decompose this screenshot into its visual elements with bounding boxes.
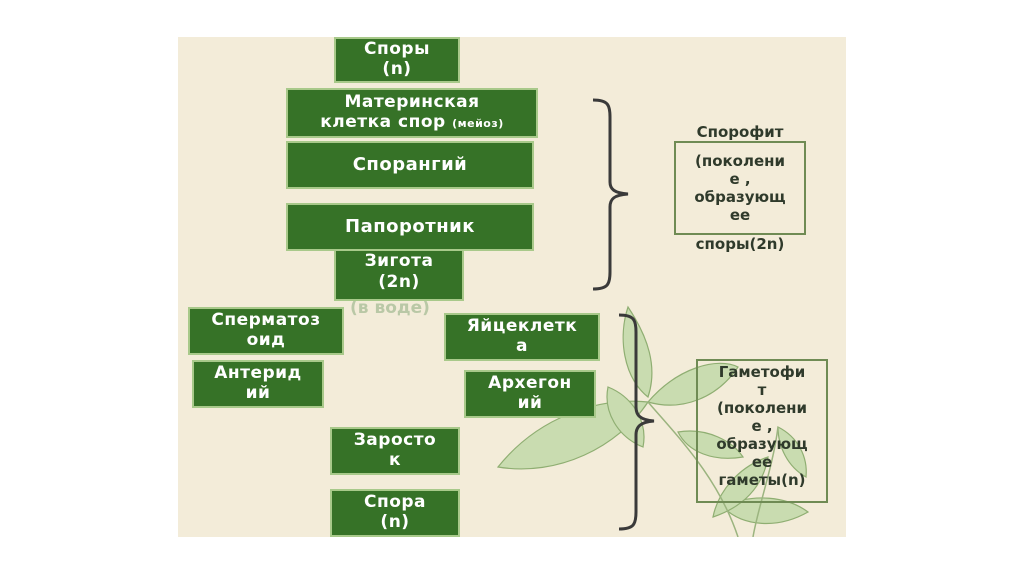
sporophyte-line5: ее [729,206,751,224]
sporophyte-line3: е , [729,170,751,188]
gametophyte-line4: е , [751,417,773,435]
archegonium-line1: Архегон [488,373,572,394]
gametophyte-line6: ее [751,453,773,471]
antheridium-line1: Антерид [214,363,302,384]
meiosis-note: (мейоз) [452,117,504,130]
prothallus-line1: Заросто [353,430,437,451]
egg-box: Яйцеклетк а [444,313,600,361]
gametophyte-bracket-icon [618,313,655,531]
fern-box: Папоротник [286,203,534,251]
fern-label: Папоротник [345,215,475,237]
sporophyte-text: Спорофит [674,123,806,141]
gametophyte-line5: образующ [716,435,808,453]
zygote-line1: Зигота [364,250,434,271]
sporangium-box: Спорангий [286,141,534,189]
zygote-line2: (2n) [378,272,420,293]
sporophyte-line6: споры(2n) [695,235,785,253]
spores-n-line2: (n) [382,59,412,79]
egg-line1: Яйцеклетк [466,316,578,337]
gametophyte-box: Гаметофи т (поколени е , образующ ее гам… [696,359,828,503]
sporophyte-bottom-text: споры(2n) [674,235,806,253]
slide: (в воде) Споры (n) Материнская клетка сп… [178,37,846,537]
gametophyte-line2: т [757,381,767,399]
mother-cell-line2: клетка спор (мейоз) [320,112,504,133]
mother-cell-line2-text: клетка спор [320,112,446,132]
spores-n-box: Споры (n) [334,37,460,83]
sperm-line1: Сперматоз [211,310,321,331]
spore-n-box: Спора (n) [330,489,460,537]
leaves-decoration-icon [496,305,810,537]
gametophyte-line7: гаметы(n) [718,471,806,489]
spore-n-line2: (n) [380,512,410,532]
egg-line2: а [516,336,528,356]
sperm-box: Сперматоз оид [188,307,344,355]
mother-cell-line1: Материнская [344,92,480,113]
sporophyte-line4: образующ [694,188,786,206]
sporophyte-box: (поколени е , образующ ее [674,141,806,235]
sporophyte-line1: Спорофит [696,123,784,141]
spores-n-line1: Споры [364,39,430,60]
gametophyte-line1: Гаметофи [718,363,806,381]
zygote-box: Зигота (2n) [334,245,464,301]
antheridium-line2: ий [245,383,271,403]
sporophyte-line2: (поколени [694,152,786,170]
prothallus-box: Заросто к [330,427,460,475]
archegonium-box: Архегон ий [464,370,596,418]
sperm-line2: оид [246,330,286,350]
mother-cell-box: Материнская клетка спор (мейоз) [286,88,538,138]
sporangium-label: Спорангий [352,153,468,175]
zygote-water-note: (в воде) [350,298,430,318]
gametophyte-line3: (поколени [716,399,808,417]
archegonium-line2: ий [517,393,543,413]
spore-n-line1: Спора [363,492,427,513]
sporophyte-bracket-icon [592,98,629,291]
antheridium-box: Антерид ий [192,360,324,408]
prothallus-line2: к [388,450,402,470]
